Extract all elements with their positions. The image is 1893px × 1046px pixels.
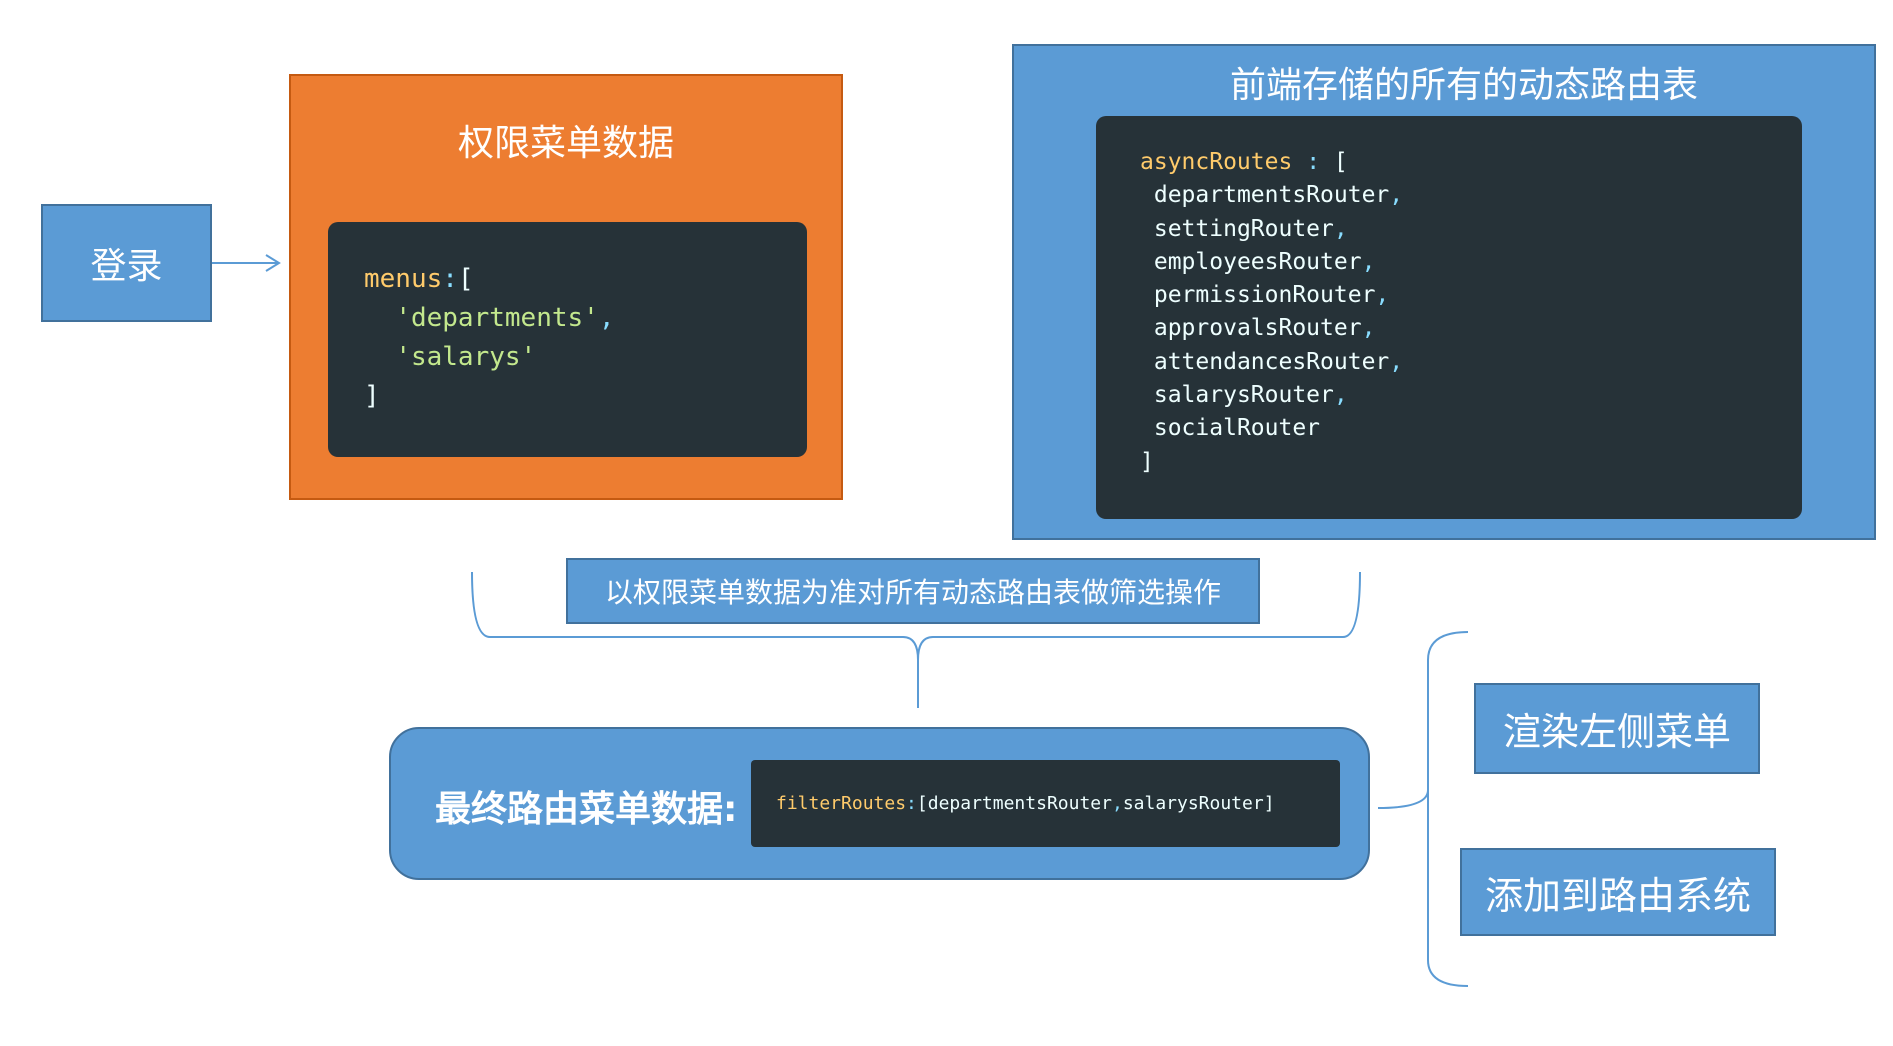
code-key: filterRoutes [776,793,907,814]
route-name: departmentsRouter [927,793,1112,814]
route-name: attendancesRouter [1153,348,1390,375]
route-name: socialRouter [1153,415,1321,442]
menus-code-block: menus:[ 'departments', 'salarys' ] [328,222,807,457]
code-line: 'salarys' [364,338,807,377]
code-line: salarysRouter, [1153,382,1348,409]
final-panel-label: 最终路由菜单数据: [435,788,738,830]
routes-panel-title: 前端存储的所有的动态路由表 [1229,65,1698,106]
code-key: asyncRoutes [1140,149,1293,175]
route-name: permissionRouter [1153,282,1376,309]
permission-menu-panel: 权限菜单数据 menus:[ 'departments', 'salarys' … [289,74,843,500]
route-name: employeesRouter [1153,248,1362,275]
route-name: departmentsRouter [1153,182,1390,209]
final-route-menu-panel: 最终路由菜单数据: filterRoutes : [departmentsRou… [389,727,1370,880]
code-line: attendancesRouter, [1153,348,1404,375]
code-string: 'salarys' [395,342,537,372]
route-name: salarysRouter [1122,793,1264,814]
filter-caption: 以权限菜单数据为准对所有动态路由表做筛选操作 [566,558,1260,624]
split-brace [1377,631,1469,987]
login-arrow [212,254,281,272]
async-routes-code-block: asyncRoutes : [ departmentsRouter, setti… [1096,116,1802,519]
code-line: approvalsRouter, [1153,315,1376,342]
code-line: ] [1140,448,1154,475]
add-routes-label: 添加到路由系统 [1484,873,1751,918]
code-line: 'departments', [395,303,615,333]
code-line: departmentsRouter, [1153,182,1404,209]
login-box: 登录 [41,204,212,322]
code-line: menus:[ [364,264,474,294]
code-line: permissionRouter, [1153,282,1390,309]
code-line: employeesRouter, [1153,248,1376,275]
route-name: approvalsRouter [1153,315,1362,342]
route-name: settingRouter [1153,215,1334,242]
render-menu-box: 渲染左侧菜单 [1474,683,1760,774]
merge-brace [471,571,1361,708]
permission-panel-title: 权限菜单数据 [457,123,674,164]
render-menu-label: 渲染左侧菜单 [1502,710,1731,754]
add-routes-box: 添加到路由系统 [1460,848,1776,936]
code-line: socialRouter [1140,412,1802,445]
code-line: asyncRoutes : [ [1140,149,1348,175]
async-routes-panel: 前端存储的所有的动态路由表 asyncRoutes : [ department… [1012,44,1876,540]
code-line: settingRouter, [1153,215,1348,242]
code-key: menus [364,264,443,294]
filter-routes-code-block: filterRoutes : [departmentsRouter, salar… [751,760,1340,847]
login-label: 登录 [90,246,163,287]
code-line: ] [364,381,380,411]
code-string: 'departments' [395,303,599,333]
route-name: salarysRouter [1153,382,1334,409]
filter-caption-text: 以权限菜单数据为准对所有动态路由表做筛选操作 [604,576,1221,609]
